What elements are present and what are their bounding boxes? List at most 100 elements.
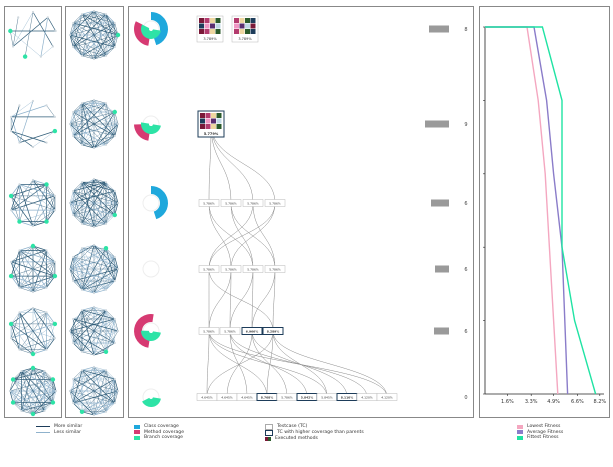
graph-node	[10, 400, 16, 405]
graph-edge	[9, 370, 22, 392]
graph-node	[31, 224, 35, 228]
testcase-coverage-label: 5.786%	[203, 202, 215, 206]
method-coverage-arc	[134, 124, 150, 141]
coverage-donut	[134, 314, 161, 348]
graph-edge	[73, 256, 119, 270]
graph-edge	[12, 379, 45, 412]
graph-node	[72, 279, 75, 283]
tree-edge	[229, 330, 368, 398]
graph-edge	[93, 411, 107, 416]
graph-node	[68, 33, 72, 37]
graph-edge	[12, 379, 34, 415]
graph-edge	[10, 250, 20, 277]
testcase-box	[198, 265, 220, 273]
level-count-bar	[434, 327, 449, 335]
graph-edge	[73, 46, 95, 60]
graph-edge	[73, 310, 83, 344]
tree-edge	[251, 268, 254, 332]
similarity-graph	[68, 243, 120, 295]
graph-edge	[32, 245, 47, 251]
graph-edge	[73, 342, 107, 352]
testcase-coverage-label: 5.786%	[225, 268, 237, 272]
graph-edge	[73, 378, 119, 392]
graph-edge	[81, 370, 107, 412]
graph-edge	[69, 330, 115, 344]
graph-node	[72, 189, 75, 193]
graph-edge	[69, 190, 115, 204]
class-coverage-swatch	[134, 424, 140, 429]
graph-edge	[93, 244, 107, 290]
graph-node	[92, 146, 96, 150]
graph-edge	[19, 250, 47, 288]
graph-edge	[72, 181, 107, 216]
graph-edge	[105, 182, 115, 192]
graph-edge	[81, 190, 115, 224]
graph-edge	[19, 221, 34, 227]
graph-edge	[72, 22, 107, 57]
tree-edge	[208, 202, 254, 270]
executed-method-cell	[211, 113, 216, 118]
graph-edge	[81, 181, 116, 216]
graph-edge	[11, 275, 47, 288]
graph-node	[72, 377, 75, 381]
graph-edge	[46, 312, 56, 325]
executed-method-cell	[215, 23, 221, 29]
graph-node	[112, 212, 117, 218]
graph-edge	[81, 111, 115, 145]
graph-node	[113, 377, 116, 381]
graph-edge	[81, 99, 95, 145]
graph-edge	[10, 30, 41, 57]
graph-node	[20, 369, 23, 373]
graph-edge	[81, 318, 115, 352]
graph-edge	[93, 55, 107, 60]
fittest-fitness-swatch	[517, 435, 523, 440]
graph-edge	[32, 11, 54, 47]
graph-node	[18, 311, 21, 314]
testcase-node: 5.786%	[220, 265, 242, 273]
graph-edge	[73, 390, 119, 404]
testcase-node: 5.786%	[242, 265, 264, 273]
legend-more-similar: More similar	[54, 424, 83, 429]
graph-edge	[69, 202, 115, 216]
graph-edge	[81, 10, 95, 15]
testcase-coverage-label: 5.786%	[281, 396, 293, 400]
graph-edge	[69, 330, 107, 353]
legend-average-fitness: Average Fitness	[527, 429, 564, 435]
graph-edge	[81, 182, 107, 224]
graph-edge	[69, 390, 107, 412]
testcase-box	[264, 265, 286, 273]
graph-edge	[73, 182, 83, 192]
graph-edge	[40, 46, 54, 57]
graph-edge	[10, 195, 34, 227]
graph-edge	[73, 370, 83, 380]
graph-edge	[73, 111, 83, 145]
executed-method-cell	[199, 29, 204, 34]
graph-edge	[81, 223, 95, 228]
graph-edge	[69, 123, 83, 145]
legend-branch-coverage: Branch coverage	[144, 435, 183, 441]
testcase-box	[242, 265, 264, 273]
graph-node	[18, 286, 21, 289]
graph-edge	[69, 123, 107, 146]
graph-edge	[93, 10, 107, 15]
level-count-bar	[435, 265, 449, 273]
graph-edge	[19, 100, 34, 143]
graph-node	[18, 141, 21, 144]
graph-edge	[69, 268, 107, 290]
graph-node	[31, 178, 35, 182]
graph-edge	[81, 181, 119, 204]
graph-edge	[12, 402, 34, 415]
testcase-box	[220, 199, 242, 207]
graph-node	[72, 341, 75, 345]
graph-edge	[81, 10, 95, 56]
branch-coverage-arc	[142, 397, 161, 408]
testcase-node: 5.786%	[264, 265, 286, 273]
legend-lowest-fitness: Lowest Fitness	[527, 424, 561, 429]
legend-testcase: Testcase (TC)	[277, 424, 308, 430]
graph-edge	[46, 209, 56, 222]
testcase-node: 4.645%	[196, 393, 218, 401]
graph-edge	[81, 144, 95, 149]
graph-node	[113, 279, 116, 283]
graph-edge	[72, 102, 107, 137]
higher-coverage-swatch	[265, 430, 273, 436]
